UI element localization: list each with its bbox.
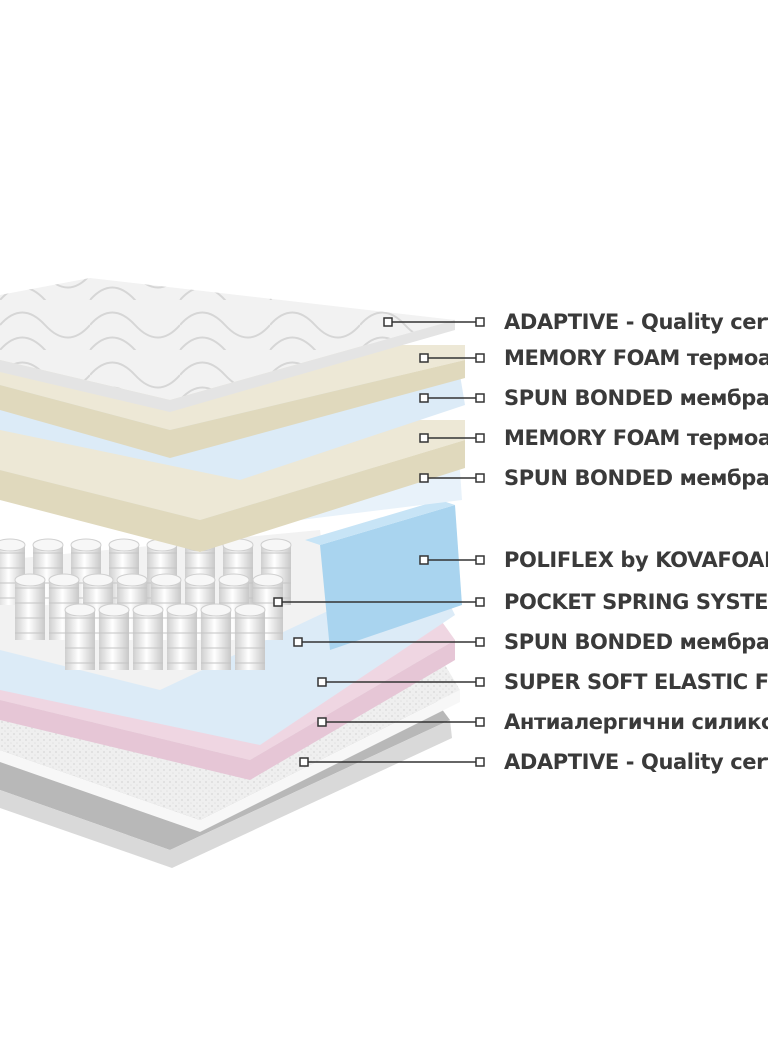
leader-endpoint xyxy=(475,717,485,727)
spring-coil xyxy=(98,603,130,670)
layer-label: MEMORY FOAM термоal xyxy=(504,426,768,450)
layer-label: Антиалергични силико xyxy=(504,710,768,734)
spring-coil xyxy=(14,573,46,640)
leader-lines xyxy=(273,317,485,767)
leader-endpoint xyxy=(317,677,327,687)
leader-endpoint xyxy=(475,597,485,607)
leader-endpoint xyxy=(419,555,429,565)
spring-coil xyxy=(132,603,164,670)
leader-endpoint xyxy=(419,353,429,363)
layer-label: MEMORY FOAM термоal xyxy=(504,346,768,370)
layer-label: SPUN BONDED мембрана xyxy=(504,630,768,654)
leader-endpoint xyxy=(475,433,485,443)
layer-quilted-cover xyxy=(0,278,455,412)
leader-endpoint xyxy=(475,317,485,327)
spring-coil xyxy=(200,603,232,670)
leader-endpoint xyxy=(293,637,303,647)
spring-coil xyxy=(64,603,96,670)
leader-endpoint xyxy=(419,433,429,443)
leader-endpoint xyxy=(383,317,393,327)
leader-endpoint xyxy=(419,473,429,483)
layer-label: ADAPTIVE - Quality certif xyxy=(504,750,768,774)
leader-endpoint xyxy=(475,757,485,767)
leader-endpoint xyxy=(475,555,485,565)
leader-endpoint xyxy=(475,393,485,403)
spring-coil xyxy=(166,603,198,670)
leader-endpoint xyxy=(317,717,327,727)
leader-endpoint xyxy=(419,393,429,403)
layer-label: SUPER SOFT ELASTIC FOA xyxy=(504,670,768,694)
layer-label: SPUN BONDED мембрана xyxy=(504,386,768,410)
layer-label: POLIFLEX by KOVAFOAM - xyxy=(504,548,768,572)
spring-coil xyxy=(234,603,266,670)
layer-label: ADAPTIVE - Quality certif xyxy=(504,310,768,334)
pocket-spring-group xyxy=(0,538,292,670)
layer-label: SPUN BONDED мембрана xyxy=(504,466,768,490)
layer-poliflex-foam xyxy=(305,500,462,650)
leader-endpoint xyxy=(475,353,485,363)
leader-endpoint xyxy=(273,597,283,607)
leader-endpoint xyxy=(475,637,485,647)
layer-label: POCKET SPRING SYSTEM xyxy=(504,590,768,614)
leader-endpoint xyxy=(475,677,485,687)
leader-endpoint xyxy=(299,757,309,767)
leader-endpoint xyxy=(475,473,485,483)
